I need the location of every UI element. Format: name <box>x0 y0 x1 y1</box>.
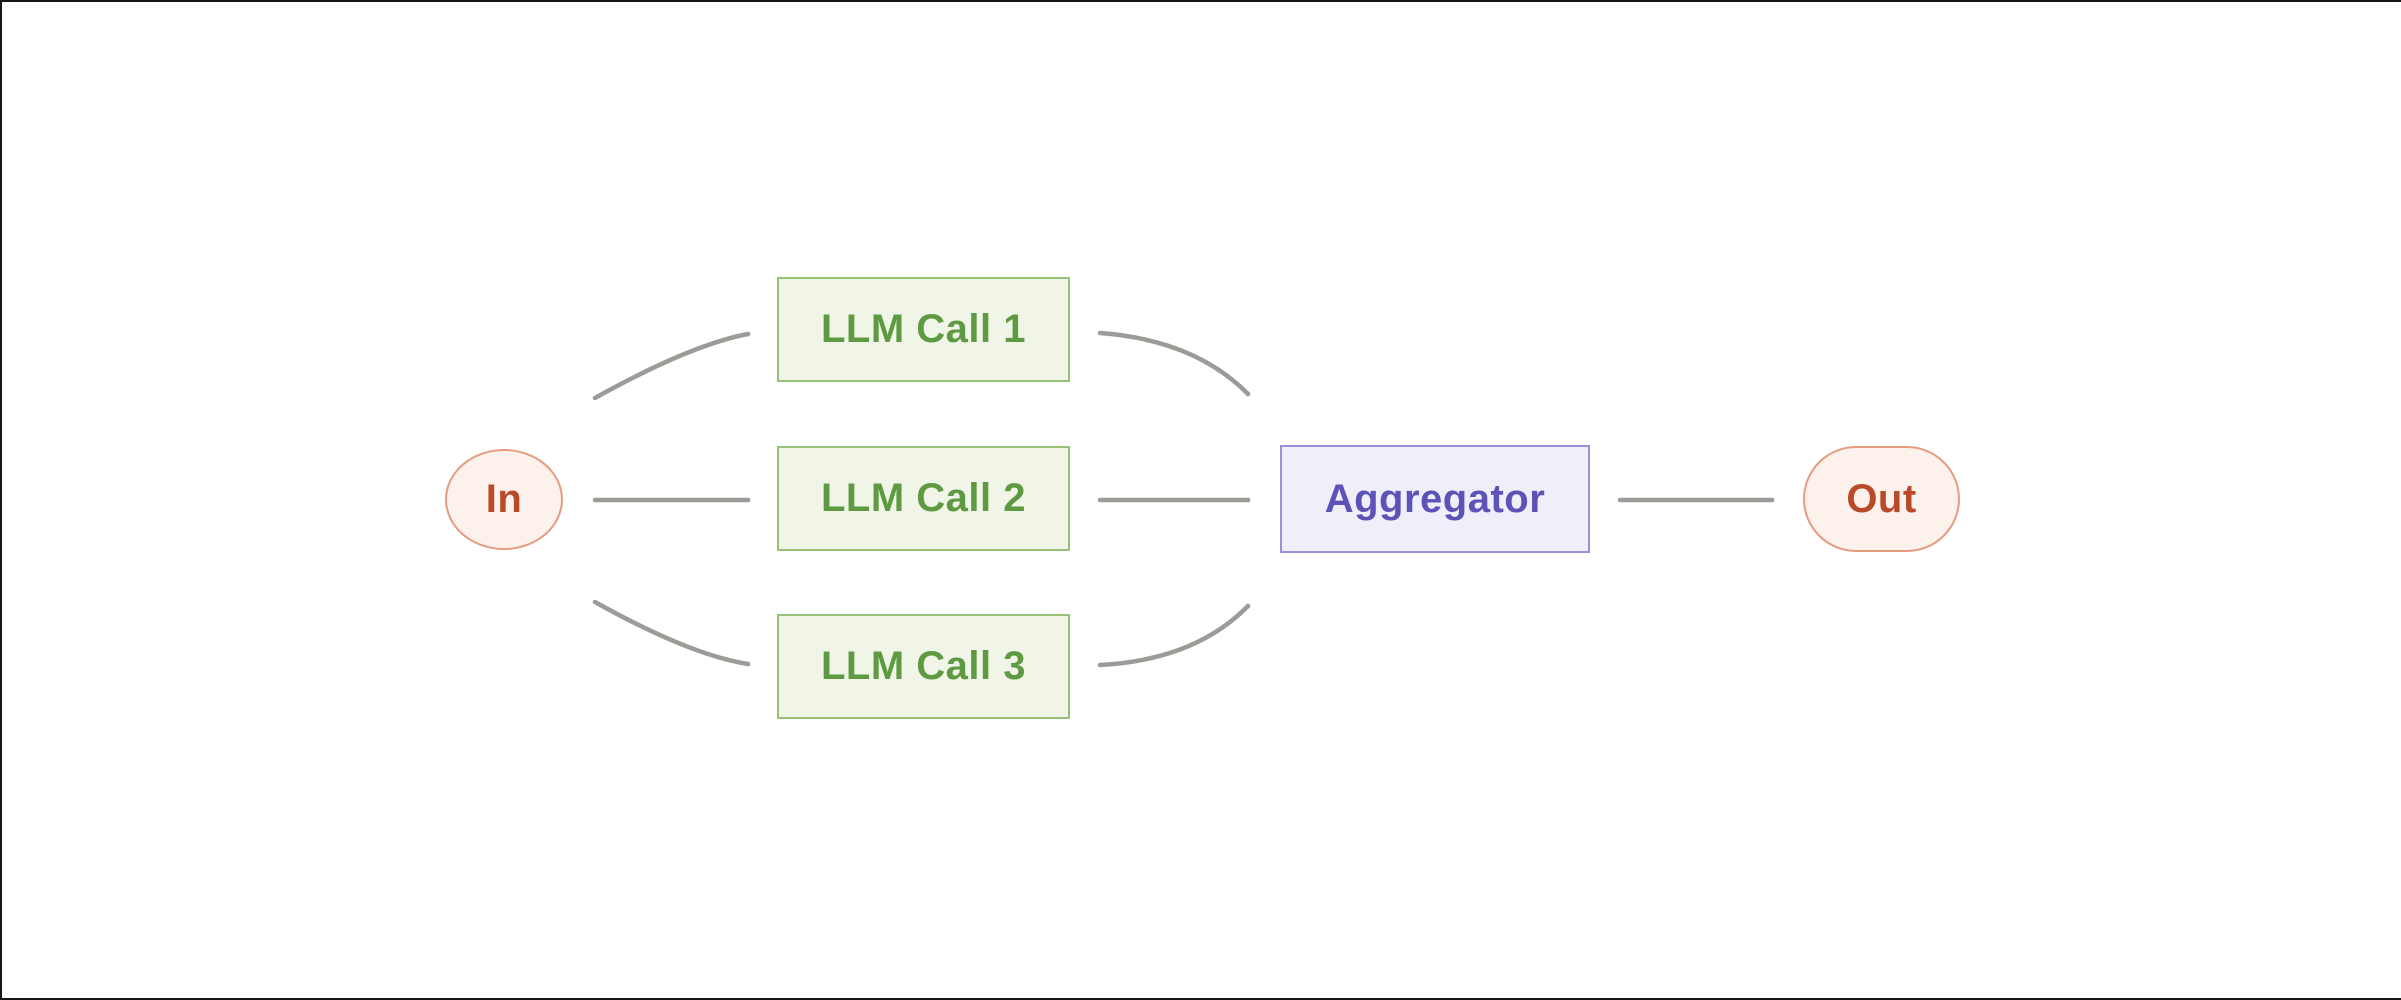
node-aggregator: Aggregator <box>1280 445 1590 553</box>
node-in: In <box>445 449 563 550</box>
node-llm-call-3-label: LLM Call 3 <box>820 644 1027 688</box>
node-in-label: In <box>485 477 523 521</box>
edge-llm1-to-aggregator <box>1097 330 1251 397</box>
node-llm-call-1: LLM Call 1 <box>777 277 1070 382</box>
edge-in-to-llm1 <box>592 334 751 401</box>
node-llm-call-3: LLM Call 3 <box>777 614 1070 719</box>
frame-border-top <box>0 0 2401 2</box>
node-aggregator-label: Aggregator <box>1324 476 1546 521</box>
node-llm-call-1-label: LLM Call 1 <box>820 307 1027 351</box>
edge-llm3-to-aggregator <box>1097 603 1251 668</box>
node-llm-call-2: LLM Call 2 <box>777 446 1070 551</box>
edge-in-to-llm3 <box>592 599 751 664</box>
node-out-label: Out <box>1846 476 1917 521</box>
frame-border-bottom <box>0 998 2401 1000</box>
frame-border-left <box>0 0 2 1000</box>
node-out: Out <box>1803 446 1960 552</box>
node-llm-call-2-label: LLM Call 2 <box>820 476 1027 520</box>
